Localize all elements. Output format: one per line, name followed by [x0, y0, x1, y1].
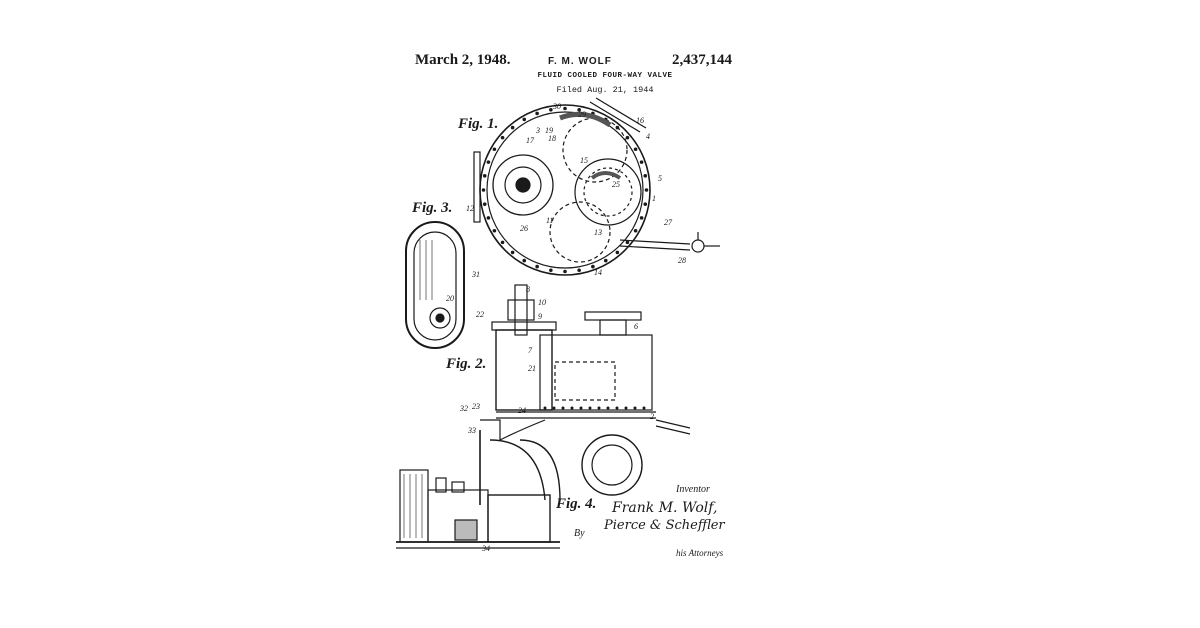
- bolt-hole: [577, 107, 581, 112]
- bolt-head: [561, 406, 565, 410]
- patent-title: FLUID COOLED FOUR-WAY VALVE: [537, 72, 673, 80]
- bolt-hole: [643, 174, 648, 178]
- bolt-hole: [535, 111, 539, 116]
- bolt-hole: [577, 268, 581, 273]
- bolt-hole: [639, 160, 644, 164]
- attorneys-label: his Attorneys: [676, 548, 724, 558]
- reference-numeral: 8: [526, 285, 530, 294]
- fig1-label: Fig. 1.: [458, 116, 499, 132]
- fig4-drawing: [396, 469, 560, 549]
- reference-numeral: 28: [678, 256, 686, 265]
- bolt-head: [579, 406, 583, 410]
- bolt-head: [642, 406, 646, 410]
- bolt-hole: [482, 202, 487, 206]
- bolt-hole: [633, 228, 638, 233]
- reference-numeral: 15: [580, 156, 588, 165]
- reference-numeral: 10: [538, 298, 546, 307]
- reference-numeral: 26: [520, 224, 528, 233]
- reference-numeral: 16: [636, 116, 644, 125]
- reference-numeral: 24: [518, 406, 526, 415]
- bolt-hole: [535, 264, 539, 269]
- bolt-head: [606, 406, 610, 410]
- bolt-head: [543, 406, 547, 410]
- bolt-hole: [481, 188, 486, 192]
- reference-numeral: 4: [646, 132, 650, 141]
- reference-numeral: 7: [528, 346, 532, 355]
- bolt-hole: [492, 228, 497, 233]
- reference-numeral: 23: [472, 402, 480, 411]
- reference-numeral: 27: [664, 218, 672, 227]
- reference-numeral: 2: [650, 412, 654, 421]
- bolt-head: [615, 406, 619, 410]
- bolt-hole: [639, 216, 644, 220]
- bolt-hole: [510, 125, 515, 130]
- reference-numeral: 11: [546, 216, 554, 225]
- reference-numeral: 34: [482, 544, 490, 553]
- bolt-hole: [500, 240, 505, 245]
- reference-numeral: 14: [594, 268, 602, 277]
- bolt-hole: [643, 202, 648, 206]
- bolt-hole: [633, 147, 638, 152]
- fig3-drawing: [405, 221, 465, 349]
- inventor-label: Inventor: [676, 484, 710, 495]
- reference-numeral: 25: [612, 180, 620, 189]
- bolt-hole: [500, 135, 505, 140]
- inventor-signature: Frank M. Wolf,: [612, 500, 718, 516]
- bolt-hole: [591, 264, 595, 269]
- bolt-hole: [549, 268, 553, 273]
- by-label: By: [574, 528, 585, 539]
- bolt-hole: [625, 135, 630, 140]
- fig1-drawing: [473, 97, 720, 276]
- bolt-hole: [549, 107, 553, 112]
- reference-numeral: 5: [658, 174, 662, 183]
- filed-date: Filed Aug. 21, 1944: [556, 85, 654, 95]
- bolt-head: [597, 406, 601, 410]
- bolt-hole: [563, 106, 567, 111]
- bolt-hole: [522, 258, 527, 263]
- reference-numeral: 29: [578, 110, 586, 119]
- patent-date: March 2, 1948.: [415, 52, 511, 68]
- reference-numeral: 12: [466, 204, 474, 213]
- fig3-label: Fig. 3.: [412, 200, 453, 216]
- reference-numeral: 32: [460, 404, 468, 413]
- reference-numeral: 19: [545, 126, 553, 135]
- reference-numeral: 21: [528, 364, 536, 373]
- bolt-hole: [486, 160, 491, 164]
- reference-numeral: 22: [476, 310, 484, 319]
- attorney-firm: Pierce & Scheffler: [604, 518, 725, 533]
- reference-numeral: 30: [553, 102, 561, 111]
- bolt-hole: [625, 240, 630, 245]
- bolt-hole: [492, 147, 497, 152]
- fig4-label: Fig. 4.: [556, 496, 597, 512]
- reference-numeral: 1: [652, 194, 656, 203]
- reference-numeral: 31: [472, 270, 480, 279]
- bolt-hole: [615, 250, 620, 255]
- patent-number: 2,437,144: [672, 52, 732, 68]
- bolt-hole: [486, 216, 491, 220]
- reference-numeral: 18: [548, 134, 556, 143]
- bolt-hole: [563, 269, 567, 274]
- bolt-head: [552, 406, 556, 410]
- bolt-head: [633, 406, 637, 410]
- bolt-hole: [644, 188, 649, 192]
- reference-numeral: 33: [468, 426, 476, 435]
- bolt-head: [588, 406, 592, 410]
- bolt-hole: [510, 250, 515, 255]
- bolt-hole: [522, 117, 527, 122]
- reference-numeral: 6: [634, 322, 638, 331]
- reference-numeral: 17: [526, 136, 534, 145]
- bolt-hole: [603, 258, 608, 263]
- bolt-head: [624, 406, 628, 410]
- fig2-drawing: [479, 284, 691, 505]
- reference-numeral: 13: [594, 228, 602, 237]
- reference-numeral: 9: [538, 312, 542, 321]
- fig2-label: Fig. 2.: [446, 356, 487, 372]
- bolt-hole: [482, 174, 487, 178]
- inventor-name: F. M. WOLF: [548, 56, 612, 67]
- bolt-head: [570, 406, 574, 410]
- reference-numeral: 20: [446, 294, 454, 303]
- reference-numeral: 3: [536, 126, 540, 135]
